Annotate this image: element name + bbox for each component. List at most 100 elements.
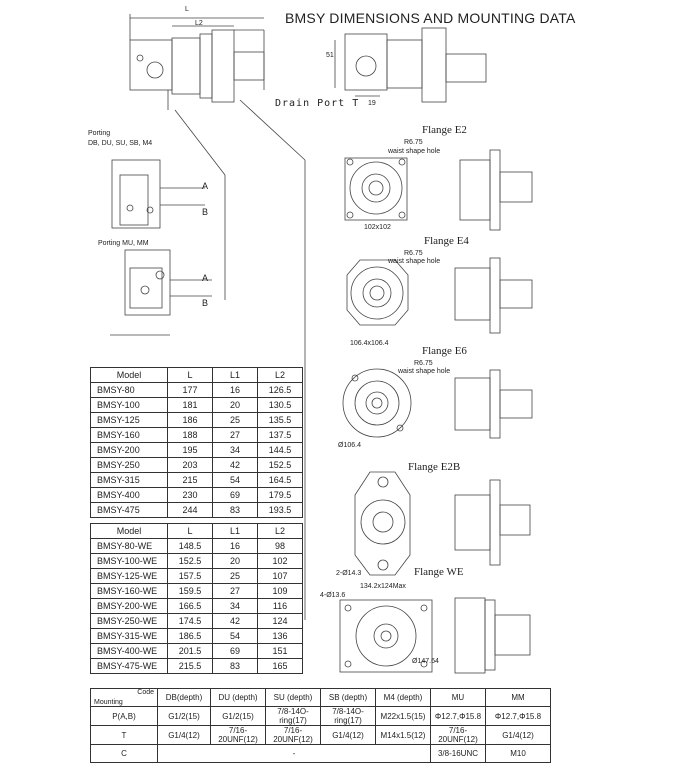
- value-cell: 244: [167, 502, 213, 518]
- row-label: P(A,B): [90, 706, 158, 726]
- value-cell: 174.5: [167, 613, 213, 629]
- model-cell: BMSY-160-WE: [90, 583, 168, 599]
- value-cell: 34: [212, 598, 258, 614]
- table-cell: 3/8-16UNC: [430, 744, 486, 763]
- model-cell: BMSY-125: [90, 412, 168, 428]
- port-header-row: Code Mounting DB(depth) DU (depth) SU (d…: [90, 688, 551, 707]
- flange-we-label: Flange WE: [414, 566, 464, 578]
- port-a-label: A: [202, 181, 209, 191]
- value-cell: 137.5: [257, 427, 303, 443]
- port-col-du: DU (depth): [210, 688, 266, 707]
- value-cell: 157.5: [167, 568, 213, 584]
- value-cell: 69: [212, 643, 258, 659]
- port-col-su: SU (depth): [265, 688, 321, 707]
- value-cell: 42: [212, 613, 258, 629]
- port-col-sb: SB (depth): [320, 688, 376, 707]
- value-cell: 144.5: [257, 442, 303, 458]
- table-cell: G1/2(15): [210, 706, 266, 726]
- e2-waist: waist shape hole: [388, 148, 441, 155]
- model-cell: BMSY-475-WE: [90, 658, 168, 674]
- port-code-table: Code Mounting DB(depth) DU (depth) SU (d…: [90, 688, 551, 763]
- value-cell: 27: [212, 583, 258, 599]
- flange-e4-drawing: [346, 257, 533, 334]
- col-L1: L1: [212, 523, 258, 539]
- we-holes: 4-Ø13.6: [320, 592, 346, 599]
- dim-51: 51: [326, 52, 334, 59]
- value-cell: 177: [167, 382, 213, 398]
- model-cell: BMSY-250-WE: [90, 613, 168, 629]
- table-cell: 7/16-20UNF(12): [265, 725, 321, 745]
- value-cell: 201.5: [167, 643, 213, 659]
- model-cell: BMSY-100: [90, 397, 168, 413]
- value-cell: 181: [167, 397, 213, 413]
- table-cell: 7/16-20UNF(12): [430, 725, 486, 745]
- value-cell: 136: [257, 628, 303, 644]
- flange-e2b-label: Flange E2B: [408, 461, 461, 473]
- table-cell: G1/4(12): [157, 725, 211, 745]
- port-col-m4: M4 (depth): [375, 688, 431, 707]
- page-title: BMSY DIMENSIONS AND MOUNTING DATA: [285, 10, 576, 26]
- value-cell: 109: [257, 583, 303, 599]
- e6-waist: waist shape hole: [398, 368, 451, 375]
- e4-width: 106.4x106.4: [350, 340, 389, 347]
- e6-diameter: Ø106.4: [338, 442, 361, 449]
- value-cell: 126.5: [257, 382, 303, 398]
- port-col-mu: MU: [430, 688, 486, 707]
- flange-e2b-drawing: [354, 471, 531, 576]
- value-cell: 124: [257, 613, 303, 629]
- value-cell: 83: [212, 502, 258, 518]
- porting-label-1: Porting: [88, 130, 111, 137]
- value-cell: 179.5: [257, 487, 303, 503]
- col-model: Model: [90, 367, 168, 383]
- value-cell: 188: [167, 427, 213, 443]
- col-L1: L1: [212, 367, 258, 383]
- col-model: Model: [90, 523, 168, 539]
- value-cell: 215: [167, 472, 213, 488]
- value-cell: 135.5: [257, 412, 303, 428]
- port-b-label-2: B: [202, 298, 209, 308]
- port-row-pab: P(A,B) G1/2(15) G1/2(15) 7/8-14O-ring(17…: [90, 706, 551, 726]
- e2-width: 102x102: [364, 224, 391, 231]
- table-cell: 7/8-14O-ring(17): [320, 706, 376, 726]
- table-cell: Φ12.7,Φ15.8: [485, 706, 551, 726]
- value-cell: 165: [257, 658, 303, 674]
- corner-cell: Code Mounting: [90, 688, 158, 707]
- table-cell: 7/16-20UNF(12): [210, 725, 266, 745]
- top-view-motor: [334, 27, 487, 103]
- value-cell: 54: [212, 628, 258, 644]
- we-diameter: Ø147.64: [412, 658, 439, 665]
- model-cell: BMSY-80-WE: [90, 538, 168, 554]
- e6-radius: R6.75: [414, 360, 433, 367]
- flange-e4-label: Flange E4: [424, 235, 469, 247]
- value-cell: 107: [257, 568, 303, 584]
- model-cell: BMSY-200: [90, 442, 168, 458]
- model-cell: BMSY-315-WE: [90, 628, 168, 644]
- model-cell: BMSY-200-WE: [90, 598, 168, 614]
- value-cell: 152.5: [257, 457, 303, 473]
- e4-waist: waist shape hole: [388, 258, 441, 265]
- col-L2: L2: [257, 523, 303, 539]
- port-row-t: T G1/4(12) 7/16-20UNF(12) 7/16-20UNF(12)…: [90, 725, 551, 745]
- row-label: T: [90, 725, 158, 745]
- value-cell: 116: [257, 598, 303, 614]
- model-cell: BMSY-400: [90, 487, 168, 503]
- e4-radius: R6.75: [404, 250, 423, 257]
- table-cell: -: [157, 744, 431, 763]
- model-cell: BMSY-125-WE: [90, 568, 168, 584]
- value-cell: 54: [212, 472, 258, 488]
- value-cell: 42: [212, 457, 258, 473]
